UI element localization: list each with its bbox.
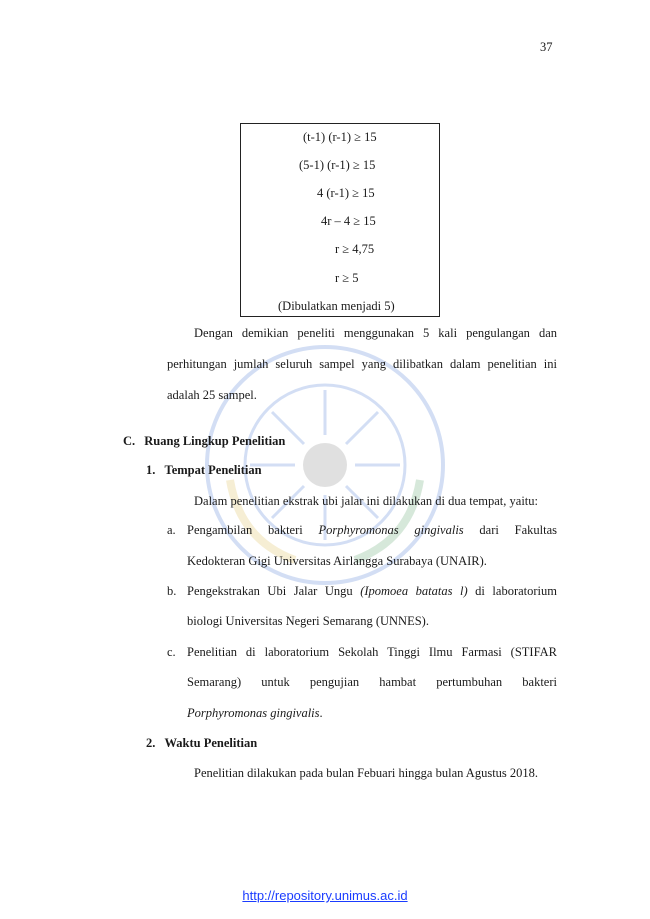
list-item-line: Kedokteran Gigi Universitas Airlangga Su…: [187, 554, 487, 568]
formula-box: (t-1) (r-1) ≥ 15 (5-1) (r-1) ≥ 15 4 (r-1…: [240, 123, 440, 317]
subsection-heading: 2. Waktu Penelitian: [146, 736, 257, 751]
formula-line: 4 (r-1) ≥ 15: [317, 186, 375, 200]
paragraph-line: Dengan demikian peneliti menggunakan 5 k…: [194, 326, 557, 340]
formula-line: (t-1) (r-1) ≥ 15: [303, 130, 377, 144]
subsection-title: Waktu Penelitian: [164, 736, 258, 750]
formula-line: (Dibulatkan menjadi 5): [278, 299, 395, 313]
list-item-line: Penelitian di laboratorium Sekolah Tingg…: [187, 645, 557, 659]
university-seal-watermark: [205, 345, 445, 585]
list-item-line: Pengambilan bakteri Porphyromonas gingiv…: [187, 523, 557, 537]
formula-line: 4r – 4 ≥ 15: [321, 214, 376, 228]
repository-link[interactable]: http://repository.unimus.ac.id: [242, 888, 408, 903]
footer: http://repository.unimus.ac.id: [0, 888, 650, 903]
list-item-label: c.: [167, 645, 176, 659]
subsection-number: 1.: [146, 463, 156, 477]
list-item-line: biologi Universitas Negeri Semarang (UNN…: [187, 614, 429, 628]
subsection-number: 2.: [146, 736, 156, 750]
list-item-line: Pengekstrakan Ubi Jalar Ungu (Ipomoea ba…: [187, 584, 557, 598]
paragraph-line: perhitungan jumlah seluruh sampel yang d…: [167, 357, 557, 371]
subsection-title: Tempat Penelitian: [164, 463, 262, 477]
formula-line: r ≥ 5: [335, 271, 359, 285]
subsection-heading: 1. Tempat Penelitian: [146, 463, 262, 478]
page-number: 37: [540, 40, 553, 54]
section-letter: C.: [123, 434, 136, 448]
section-title: Ruang Lingkup Penelitian: [144, 434, 286, 448]
formula-line: (5-1) (r-1) ≥ 15: [299, 158, 376, 172]
paragraph-line: adalah 25 sampel.: [167, 388, 257, 402]
formula-line: r ≥ 4,75: [335, 242, 375, 256]
list-item-line: Semarang) untuk pengujian hambat pertumb…: [187, 675, 557, 689]
list-item-line: Porphyromonas gingivalis.: [187, 706, 323, 720]
subsection-text: Penelitian dilakukan pada bulan Febuari …: [194, 766, 539, 780]
list-item-label: a.: [167, 523, 176, 537]
list-item-label: b.: [167, 584, 177, 598]
subsection-intro: Dalam penelitian ekstrak ubi jalar ini d…: [194, 494, 538, 508]
section-heading: C. Ruang Lingkup Penelitian: [123, 434, 285, 449]
